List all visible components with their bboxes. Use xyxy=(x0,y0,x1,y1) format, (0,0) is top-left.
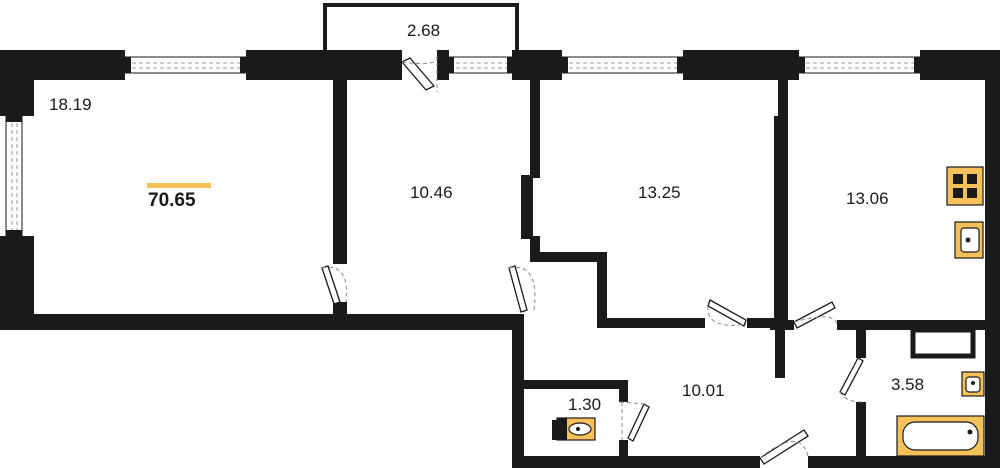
total-area-label: 70.65 xyxy=(148,190,196,211)
window-bedroom-2 xyxy=(561,56,684,74)
bathtub-icon xyxy=(896,415,985,457)
washing-machine-icon xyxy=(910,327,976,359)
window-living-top xyxy=(124,56,247,74)
door-balcony xyxy=(400,56,438,92)
balcony-outline xyxy=(323,3,519,53)
sink-icon xyxy=(954,221,984,259)
door-bathroom xyxy=(839,357,864,403)
interior-walls xyxy=(333,78,1000,468)
area-balcony: 2.68 xyxy=(407,21,440,40)
door-toilet xyxy=(619,401,650,442)
fixtures xyxy=(556,166,985,457)
window-living-left xyxy=(5,115,23,237)
doors xyxy=(321,56,864,465)
stove-icon xyxy=(946,166,984,206)
area-toilet: 1.30 xyxy=(568,395,601,414)
room-labels: 70.65 18.19 2.68 10.46 13.25 13.06 10.01… xyxy=(49,21,924,414)
door-bedroom-2 xyxy=(707,299,747,327)
area-bedroom-2: 13.25 xyxy=(638,183,681,202)
outer-walls xyxy=(0,50,1000,468)
washbasin-icon xyxy=(961,371,985,397)
windows xyxy=(5,56,921,237)
area-living-room: 18.19 xyxy=(49,95,92,114)
window-balcony xyxy=(448,56,513,74)
door-bedroom-1 xyxy=(508,265,536,313)
area-bedroom-1: 10.46 xyxy=(410,183,453,202)
toilet-icon xyxy=(556,417,596,441)
area-bathroom: 3.58 xyxy=(891,375,924,394)
window-kitchen xyxy=(798,56,921,74)
door-kitchen xyxy=(793,301,838,329)
door-living xyxy=(321,265,347,305)
total-area-accent-bar xyxy=(147,183,211,188)
area-kitchen: 13.06 xyxy=(846,189,889,208)
area-hallway: 10.01 xyxy=(682,381,725,400)
door-entrance xyxy=(759,429,809,465)
